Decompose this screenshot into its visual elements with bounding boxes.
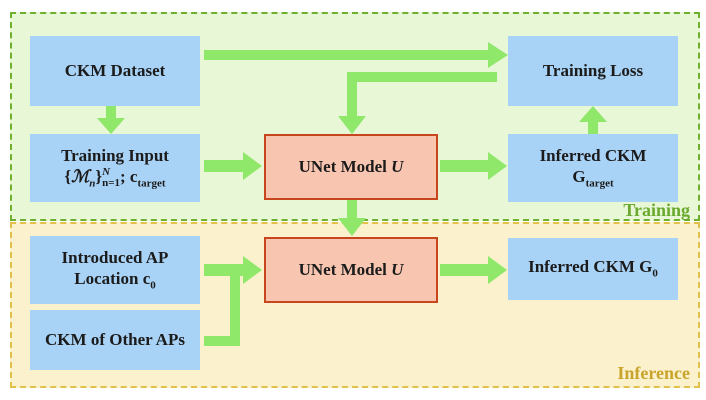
arrow-unet-to-inferred-train: [440, 152, 507, 180]
arrow-unet-to-unet: [338, 199, 366, 236]
training-label: Training: [623, 200, 690, 220]
introduced-ap-location: Location c0: [74, 269, 156, 292]
arrow-input-to-unet: [204, 152, 262, 180]
arrow-loss-to-unet: [338, 72, 497, 134]
unet-model-infer-label: UNet Model U: [298, 260, 404, 280]
training-loss-label: Training Loss: [542, 61, 644, 81]
inferred-ckm-train-box: Inferred CKM Gtarget: [508, 134, 678, 202]
inferred-ckm-train-symbol: Gtarget: [572, 167, 614, 190]
arrow-dataset-to-loss: [204, 42, 508, 68]
inference-label: Inference: [617, 363, 690, 383]
inferred-ckm-infer-box: Inferred CKM G0: [508, 238, 678, 300]
arrow-inferred-to-loss: [579, 106, 607, 134]
ckm-other-aps-box: CKM of Other APs: [30, 310, 200, 370]
inferred-ckm-infer-label: Inferred CKM G0: [528, 257, 658, 280]
ckm-dataset-box: CKM Dataset: [30, 36, 200, 106]
introduced-ap-box: Introduced AP Location c0: [30, 236, 200, 304]
ckm-dataset-label: CKM Dataset: [64, 61, 166, 81]
arrow-inputs-to-unet-infer: [204, 256, 262, 346]
unet-model-infer-box: UNet Model U: [264, 237, 438, 303]
training-input-label: Training Input: [61, 145, 169, 165]
inferred-ckm-train-label: Inferred CKM: [539, 145, 647, 165]
unet-model-train-box: UNet Model U: [264, 134, 438, 200]
unet-model-train-label: UNet Model U: [298, 157, 404, 177]
ckm-other-aps-label: CKM of Other APs: [45, 330, 185, 350]
introduced-ap-label: Introduced AP: [61, 247, 169, 267]
arrow-dataset-to-input: [97, 104, 125, 134]
training-loss-box: Training Loss: [508, 36, 678, 106]
arrow-unet-to-inferred-infer: [440, 256, 507, 284]
